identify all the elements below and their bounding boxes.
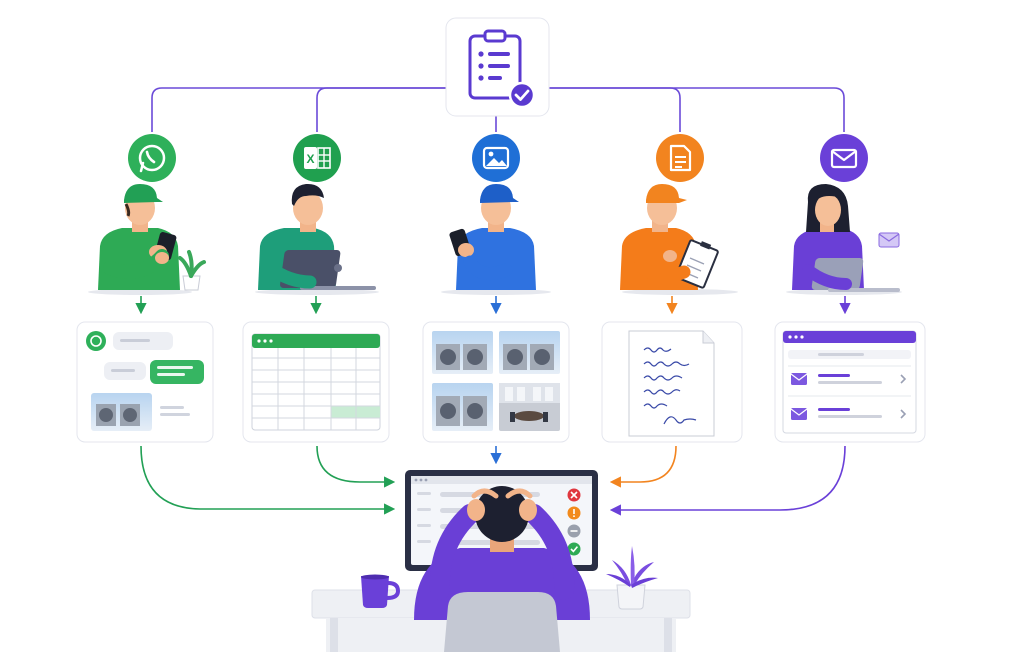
floating-envelope-icon xyxy=(878,232,900,248)
excel-icon: X xyxy=(293,134,341,182)
worker-excel xyxy=(255,183,379,295)
worker-document xyxy=(620,184,738,295)
worker-email xyxy=(786,184,902,295)
clipboard-check-icon xyxy=(468,29,536,109)
email-row xyxy=(790,408,907,420)
coffee-mug xyxy=(361,574,401,608)
clipboard-card xyxy=(445,17,550,117)
worker-whatsapp xyxy=(88,184,192,295)
potted-plant xyxy=(606,546,658,610)
office-chair xyxy=(444,592,560,652)
whatsapp-icon xyxy=(86,331,106,351)
whatsapp-chat-card xyxy=(76,321,214,443)
photo-thumbnail xyxy=(499,331,560,374)
photo-thumbnail xyxy=(432,331,493,374)
merge-arrows xyxy=(140,445,846,516)
pending-icon xyxy=(567,524,581,538)
down-arrows xyxy=(135,296,851,315)
error-icon xyxy=(567,488,581,502)
success-icon xyxy=(567,542,581,556)
svg-text:X: X xyxy=(306,152,314,166)
photo-grid-card xyxy=(422,321,570,443)
connector-tree xyxy=(151,87,845,132)
plant-small xyxy=(178,250,206,291)
photo-thumbnail xyxy=(499,383,560,431)
photo-thumbnail xyxy=(432,383,493,431)
handwritten-note-card xyxy=(601,321,743,443)
document-icon xyxy=(656,134,704,182)
spreadsheet-card xyxy=(242,321,390,443)
email-row xyxy=(790,373,907,385)
email-inbox-card xyxy=(774,321,926,443)
worker-photo xyxy=(441,184,551,295)
photo-icon xyxy=(472,134,520,182)
warning-icon xyxy=(567,506,581,520)
whatsapp-icon xyxy=(128,134,176,182)
envelope-icon xyxy=(820,134,868,182)
